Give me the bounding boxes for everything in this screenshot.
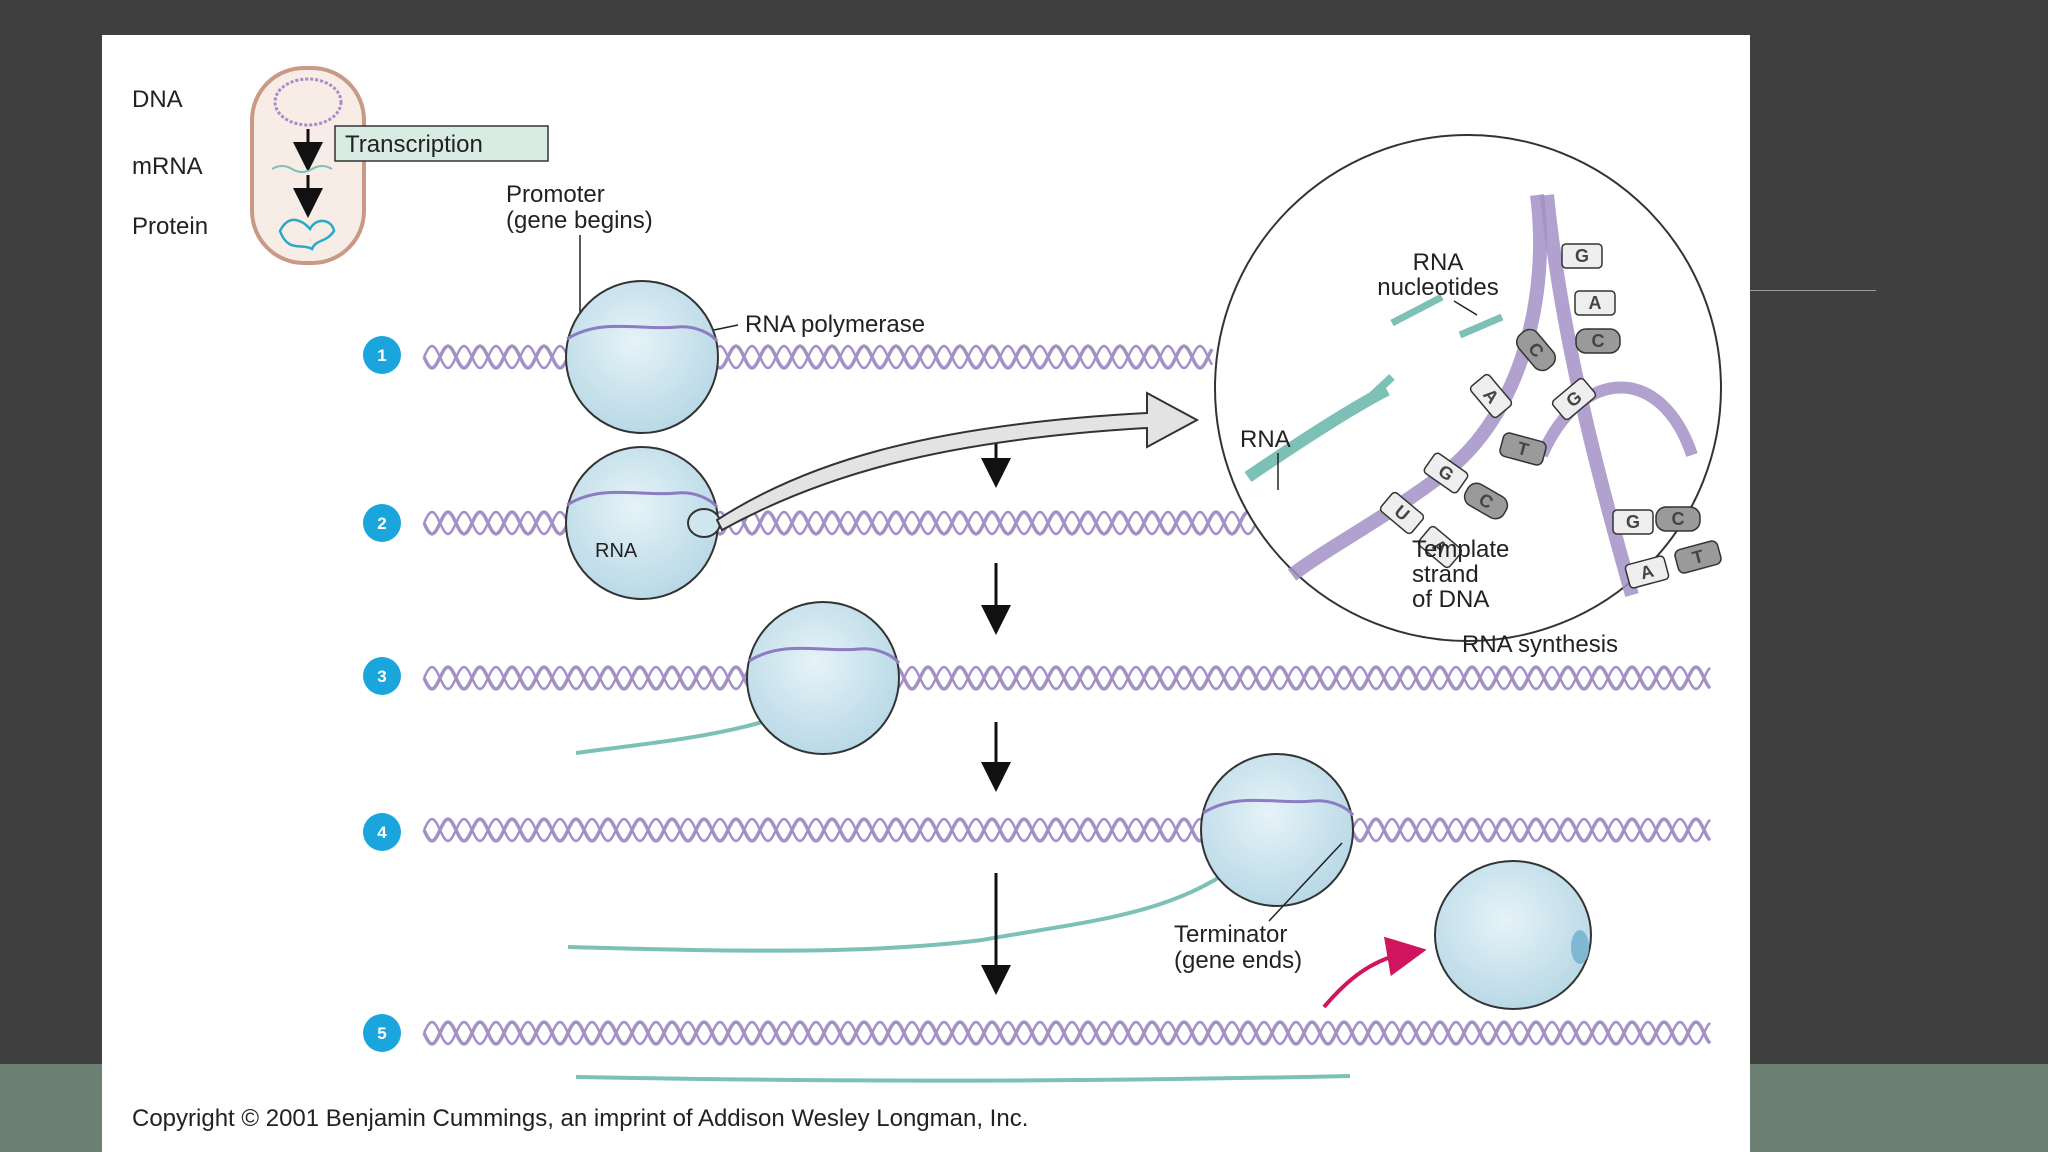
svg-text:2: 2 — [377, 514, 386, 533]
rna-strand-step4 — [567, 841, 1264, 953]
copyright-notice: Copyright © 2001 Benjamin Cummings, an i… — [132, 1105, 1028, 1132]
mrna-label: mRNA — [132, 153, 203, 180]
dna-helix-row-5-strand-b — [422, 1020, 1711, 1046]
rna-polymerase-pointer — [713, 324, 739, 331]
template-label-line3: of DNA — [1412, 586, 1489, 613]
terminator-label-line1: Terminator — [1174, 921, 1287, 948]
protein-label: Protein — [132, 213, 208, 240]
step-badge-5: 5 — [363, 1014, 401, 1052]
mrna-squiggle-icon — [271, 165, 333, 173]
rna-polymerase-step4 — [1200, 753, 1355, 907]
rna-synthesis-caption: RNA synthesis — [1462, 631, 1618, 658]
dna-label: DNA — [132, 86, 183, 113]
dna-helix-row-2-strand-b — [422, 510, 1274, 536]
step-badge-2: 2 — [363, 504, 401, 542]
zoom-arrow — [715, 391, 1200, 532]
rna-polymerase-step1 — [565, 280, 719, 434]
dna-helix-row-1-strand-b — [422, 344, 1214, 370]
rna-polymerase-label: RNA polymerase — [745, 311, 925, 338]
transcription-box — [334, 125, 549, 162]
template-label-line1: Template — [1412, 536, 1509, 563]
dna-helix-row-4-strand-b — [422, 817, 1711, 843]
svg-text:5: 5 — [377, 1024, 386, 1043]
svg-text:A: A — [1589, 293, 1602, 313]
release-arrow — [1322, 936, 1427, 1009]
rna-nucleotides-label-line2: nucleotides — [1377, 274, 1498, 301]
dna-helix-row-3-strand-b — [422, 665, 1711, 691]
nucleotides-pointer — [1453, 300, 1478, 316]
dna-helices — [422, 344, 1712, 1046]
svg-text:A: A — [1638, 561, 1656, 584]
svg-text:C: C — [1672, 509, 1685, 529]
rna-strand-end — [1361, 374, 1395, 406]
zoom-source-circle — [687, 508, 721, 538]
rna-nucleotides-label-line1: RNA — [1413, 249, 1464, 276]
svg-text:G: G — [1575, 246, 1589, 266]
rna-strand-step5 — [575, 1074, 1351, 1083]
transcription-label: Transcription — [345, 131, 483, 158]
svg-text:C: C — [1592, 331, 1605, 351]
protein-icon — [278, 218, 336, 251]
zoom-rna-label: RNA — [1240, 426, 1291, 453]
rna-synthesis-zoom: G A C C G A T G C U A G C A T RNA nucleo… — [1214, 134, 1722, 658]
step-badges: 1 2 3 4 5 — [363, 336, 401, 1052]
cell-outline — [250, 66, 366, 265]
base-tiles: G A C C G A T G C U A G C A T — [1379, 243, 1722, 589]
dna-loop-icon — [273, 77, 343, 127]
svg-text:1: 1 — [377, 346, 386, 365]
zoom-template-strand — [1287, 194, 1548, 581]
step-badge-1: 1 — [363, 336, 401, 374]
nucleotide-arrow-2 — [1458, 313, 1504, 339]
svg-text:3: 3 — [377, 667, 386, 686]
step-badge-4: 4 — [363, 813, 401, 851]
svg-text:G: G — [1626, 512, 1640, 532]
promoter-label-line2: (gene begins) — [506, 207, 653, 234]
released-polymerase — [1434, 860, 1592, 1010]
decorative-line — [1750, 290, 1876, 291]
svg-text:T: T — [1690, 546, 1706, 568]
rna-small-label: RNA — [595, 540, 638, 562]
transcription-diagram: DNA mRNA Protein Transcription Promoter … — [102, 35, 1750, 1152]
svg-text:4: 4 — [377, 823, 387, 842]
nucleotide-arrow-1 — [1390, 293, 1444, 327]
zoom-strand-loop — [1536, 381, 1698, 458]
svg-text:T: T — [1515, 438, 1531, 460]
rna-polymerase-step3 — [746, 601, 901, 755]
step-badge-3: 3 — [363, 657, 401, 695]
rna-polymerase-step2 — [565, 446, 721, 600]
promoter-label-line1: Promoter — [506, 181, 605, 208]
template-label-line2: strand — [1412, 561, 1479, 588]
dna-helix-row-1-strand-a — [422, 344, 1214, 370]
cell-inset: DNA mRNA Protein Transcription — [132, 66, 549, 265]
diagram-canvas: DNA mRNA Protein Transcription Promoter … — [132, 66, 1722, 1132]
terminator-label-line2: (gene ends) — [1174, 947, 1302, 974]
terminator-pointer — [1268, 842, 1343, 922]
